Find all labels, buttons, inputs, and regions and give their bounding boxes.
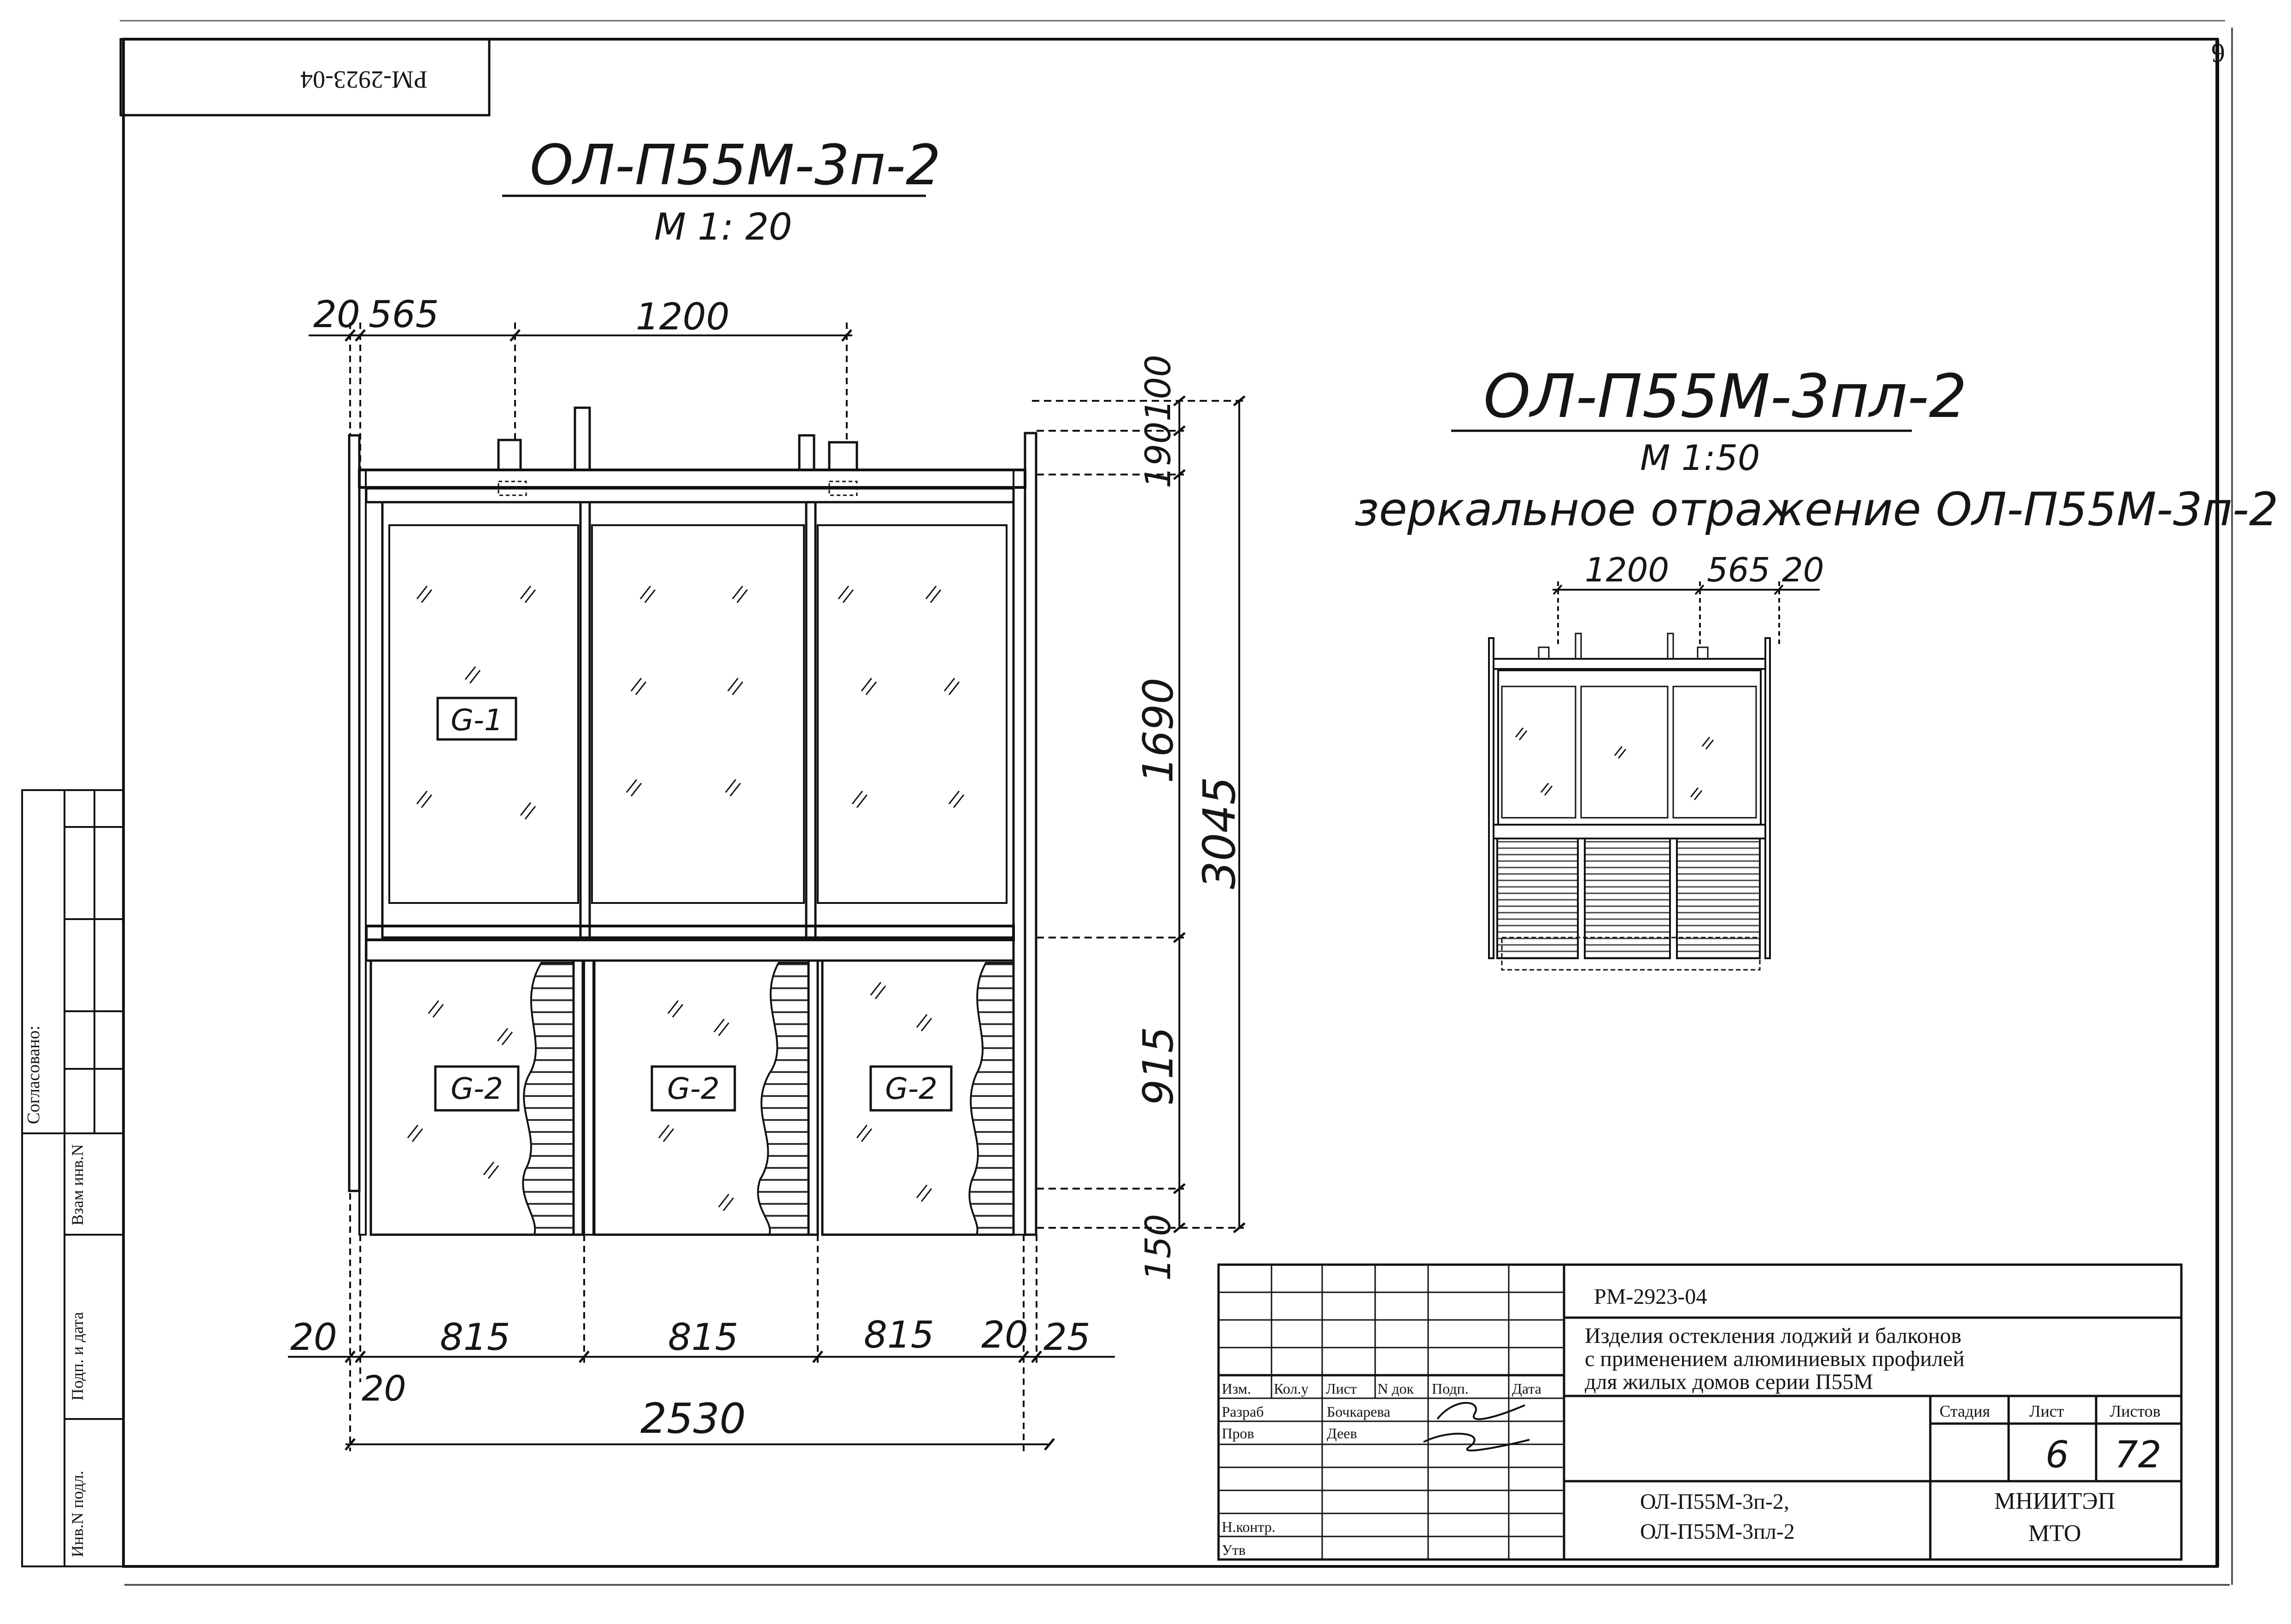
- label-g2-c: G-2: [885, 1072, 937, 1106]
- left-dims-right: [1032, 395, 1246, 1233]
- dim-right-150: 150: [1137, 1214, 1178, 1281]
- tb-header-izm: Изм.: [1222, 1380, 1251, 1397]
- right-view-scale: М 1:50: [1640, 437, 1760, 478]
- dim-top-20: 20: [313, 293, 360, 336]
- title-block: [1217, 1263, 2183, 1561]
- top-stamp-text: РМ-2923-04: [300, 66, 428, 94]
- tb-sheets-number: 72: [2115, 1433, 2162, 1476]
- dim-top-1200: 1200: [636, 295, 730, 338]
- right-dim-20: 20: [1782, 551, 1824, 589]
- dim-right-190: 190: [1137, 422, 1178, 488]
- dim-overall-height: 3045: [1194, 777, 1245, 889]
- dim-overall-width: 2530: [640, 1395, 746, 1443]
- tb-desc-line-1: Изделия остекления лоджий и балконов: [1585, 1324, 1962, 1348]
- dim-bottom-815-c: 815: [864, 1313, 934, 1356]
- tb-product-2: ОЛ-П55М-3пл-2: [1640, 1519, 1795, 1544]
- label-g2-a: G-2: [451, 1072, 503, 1106]
- dim-bottom-815-a: 815: [440, 1316, 510, 1359]
- dim-bottom-815-b: 815: [668, 1316, 738, 1359]
- tb-header-ndok: N док: [1377, 1380, 1414, 1397]
- tb-header-podp: Подп.: [1432, 1380, 1469, 1397]
- tb-stage-label: Стадия: [1939, 1402, 1990, 1420]
- dim-top-565: 565: [369, 293, 439, 336]
- tb-role-nkontr: Н.контр.: [1222, 1518, 1276, 1535]
- left-view-scale: М 1: 20: [654, 205, 792, 248]
- tb-org-2: МТО: [2028, 1520, 2081, 1547]
- tb-header-list: Лист: [1326, 1380, 1357, 1397]
- tb-product-1: ОЛ-П55М-3п-2,: [1640, 1489, 1789, 1514]
- side-strip-inv-orig: Инв.N подл.: [68, 1471, 87, 1557]
- dim-right-100: 100: [1137, 355, 1178, 422]
- dim-right-1690: 1690: [1134, 678, 1183, 783]
- right-view-drawing: [1488, 633, 1771, 971]
- dim-bottom-20-small: 20: [362, 1368, 406, 1409]
- label-g2-b: G-2: [667, 1072, 719, 1106]
- dim-right-915: 915: [1134, 1026, 1183, 1106]
- tb-name-deev: Деев: [1327, 1425, 1357, 1442]
- left-dims-bottom: [288, 1193, 1115, 1451]
- side-strip-sign-date: Подп. и дата: [68, 1312, 87, 1401]
- dim-bottom-25: 25: [1043, 1316, 1090, 1359]
- tb-desc-line-3: для жилых домов серии П55М: [1585, 1370, 1873, 1394]
- label-g1: G-1: [451, 704, 503, 738]
- top-stamp: РМ-2923-04: [119, 38, 491, 117]
- dim-bottom-20-right: 20: [981, 1313, 1028, 1356]
- left-dims-top: [309, 322, 852, 470]
- tb-name-bochkareva: Бочкарева: [1327, 1403, 1390, 1420]
- left-view-drawing: [348, 406, 1037, 1236]
- right-view-subtitle: зеркальное отражение ОЛ-П55М-3п-2: [1354, 482, 2279, 536]
- tb-header-kolu: Кол.у: [1274, 1380, 1308, 1397]
- sheet-corner-number: 6: [2211, 38, 2225, 68]
- left-view-title: ОЛ-П55М-3п-2: [530, 134, 941, 198]
- tb-header-data: Дата: [1512, 1380, 1541, 1397]
- tb-sheet-number: 6: [2045, 1433, 2069, 1476]
- tb-org-1: МНИИТЭП: [1994, 1488, 2115, 1514]
- right-dim-565: 565: [1707, 551, 1770, 589]
- right-view-title: ОЛ-П55М-3пл-2: [1483, 361, 1967, 431]
- side-strip: [21, 789, 124, 1567]
- tb-desc-line-2: с применением алюминиевых профилей: [1585, 1347, 1964, 1371]
- right-dim-1200: 1200: [1585, 551, 1669, 589]
- tb-role-razrab: Разраб: [1222, 1403, 1264, 1420]
- dim-bottom-20-left: 20: [290, 1316, 337, 1359]
- tb-code: РМ-2923-04: [1594, 1284, 1707, 1309]
- right-dims-top: [1553, 581, 1820, 645]
- tb-sheet-label: Лист: [2029, 1402, 2064, 1420]
- side-strip-replace-inv: Взам инв.N: [68, 1144, 87, 1225]
- side-strip-agreed: Согласовано:: [24, 1026, 43, 1124]
- tb-role-prov: Пров: [1222, 1425, 1254, 1442]
- tb-sheets-label: Листов: [2110, 1402, 2161, 1420]
- tb-role-utv: Утв: [1222, 1542, 1246, 1558]
